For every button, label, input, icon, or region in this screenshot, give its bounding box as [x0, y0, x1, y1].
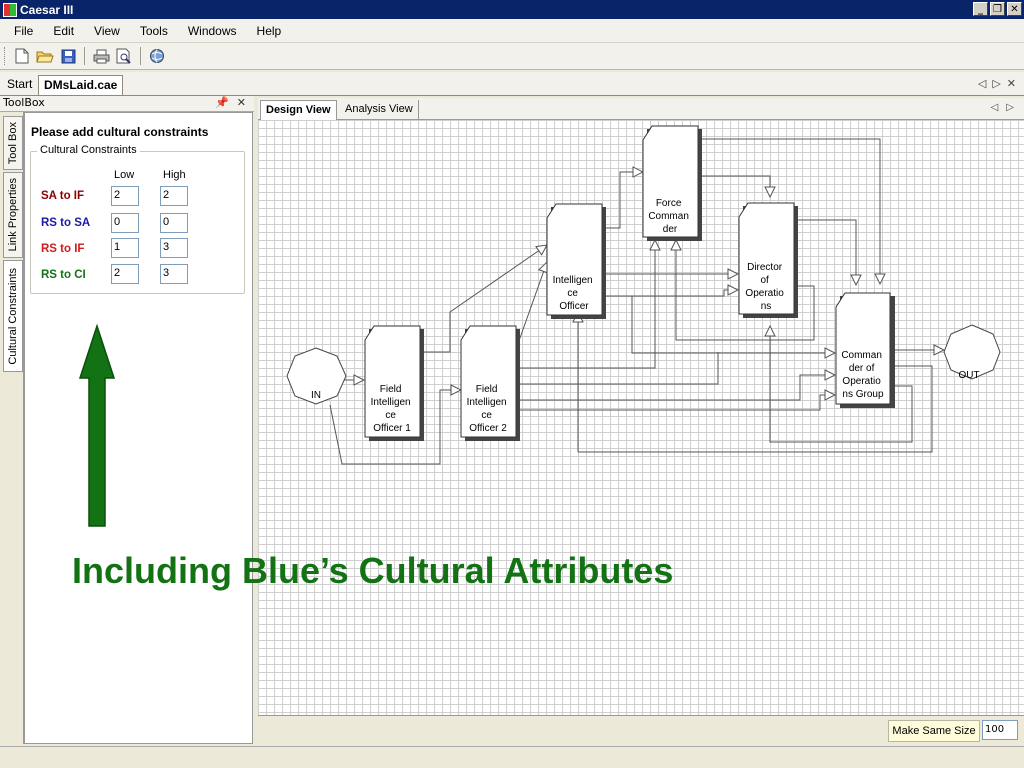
org-diagram: IN Field Intelligen ce Officer 1 Field I…	[286, 125, 1001, 465]
zoom-stepper[interactable]: 100	[982, 720, 1018, 740]
toolbar-grip[interactable]	[4, 47, 7, 65]
side-tab-label: Tool Box	[7, 121, 19, 165]
toolbox-title: ToolBox	[3, 96, 45, 109]
node-commander-of-operations-group[interactable]: Comman der of Operatio ns Group	[835, 292, 895, 408]
node-in[interactable]: IN	[286, 347, 347, 405]
menu-tools[interactable]: Tools	[139, 23, 168, 38]
print-icon[interactable]	[91, 46, 111, 66]
view-scroll-right-icon[interactable]: ▷	[1006, 102, 1014, 113]
toolbar-separator	[84, 47, 85, 65]
close-button[interactable]: ✕	[1007, 2, 1022, 16]
node-label: Intelligen ce Officer	[553, 275, 596, 312]
canvas-bottom-bar: Make Same Size 100	[258, 716, 1024, 744]
panel-heading: Please add cultural constraints	[31, 125, 209, 139]
print-preview-icon[interactable]	[114, 46, 134, 66]
document-tabs: Start DMsLaid.cae ◁ ▷ ✕	[0, 72, 1024, 96]
side-tab-cultural-constraints[interactable]: Cultural Constraints	[3, 260, 23, 372]
rs-ci-low-input[interactable]: 2	[111, 264, 139, 284]
menu-file[interactable]: File	[14, 23, 34, 38]
node-field-intelligence-officer-1[interactable]: Field Intelligen ce Officer 1	[364, 325, 424, 441]
node-out-label: OUT	[958, 370, 979, 381]
rs-if-low-input[interactable]: 1	[111, 238, 139, 258]
node-intelligence-officer[interactable]: Intelligen ce Officer	[546, 203, 606, 319]
constraint-label-rs-ci: RS to CI	[41, 269, 86, 281]
node-field-intelligence-officer-2[interactable]: Field Intelligen ce Officer 2	[460, 325, 520, 441]
save-icon[interactable]	[58, 46, 78, 66]
view-scroll-left-icon[interactable]: ◁	[990, 102, 999, 113]
node-label: Director of Operatio ns	[745, 262, 786, 312]
close-panel-icon[interactable]: ✕	[236, 96, 246, 109]
make-same-size-button[interactable]: Make Same Size	[888, 720, 980, 742]
design-canvas[interactable]: IN Field Intelligen ce Officer 1 Field I…	[258, 120, 1024, 716]
menu-help[interactable]: Help	[256, 23, 282, 38]
rs-sa-high-input[interactable]: 0	[160, 213, 188, 233]
globe-icon[interactable]	[147, 46, 167, 66]
tab-start[interactable]: Start	[7, 77, 33, 91]
toolbar-separator	[140, 47, 141, 65]
menu-windows[interactable]: Windows	[187, 23, 237, 38]
rs-ci-high-input[interactable]: 3	[160, 264, 188, 284]
node-label: Field Intelligen ce Officer 2	[467, 384, 510, 434]
constraint-label-sa-if: SA to IF	[41, 190, 85, 202]
close-tab-icon[interactable]: ✕	[1006, 77, 1016, 90]
open-folder-icon[interactable]	[35, 46, 55, 66]
side-tab-label: Cultural Constraints	[7, 267, 19, 365]
menu-bar: File Edit View Tools Windows Help	[0, 19, 1024, 43]
side-tab-label: Link Properties	[7, 178, 19, 252]
window-controls: _ ❐ ✕	[973, 2, 1022, 16]
toolbar	[0, 43, 1024, 70]
tab-dmslaid[interactable]: DMsLaid.cae	[38, 75, 124, 95]
app-icon	[3, 2, 17, 17]
node-force-commander[interactable]: Force Comman der	[642, 125, 702, 241]
tab-analysis-view[interactable]: Analysis View	[340, 100, 419, 120]
tab-design-view[interactable]: Design View	[260, 100, 337, 120]
groupbox-title: Cultural Constraints	[37, 144, 140, 156]
menu-view[interactable]: View	[94, 23, 120, 38]
sa-if-high-input[interactable]: 2	[160, 186, 188, 206]
cultural-constraints-panel: Please add cultural constraints Cultural…	[24, 112, 253, 744]
menu-edit[interactable]: Edit	[53, 23, 75, 38]
rs-sa-low-input[interactable]: 0	[111, 213, 139, 233]
toolbox-side-tabs: Tool Box Link Properties Cultural Constr…	[0, 112, 24, 744]
sa-if-low-input[interactable]: 2	[111, 186, 139, 206]
toolbox-header: ToolBox 📌 ✕	[0, 96, 254, 112]
node-in-label: IN	[311, 390, 321, 401]
constraint-label-rs-sa: RS to SA	[41, 217, 91, 229]
new-document-icon[interactable]	[12, 46, 32, 66]
minimize-button[interactable]: _	[973, 2, 988, 16]
node-out[interactable]: OUT	[943, 324, 1001, 381]
constraints-groupbox: Cultural Constraints Low High SA to IF 2…	[30, 144, 245, 294]
scroll-right-icon[interactable]: ▷	[992, 77, 1001, 90]
slide-caption: Including Blue’s Cultural Attributes	[72, 550, 674, 591]
node-label: Comman der of Operatio ns Group	[841, 350, 884, 400]
side-tab-toolbox[interactable]: Tool Box	[3, 116, 23, 170]
tab-nav-controls: ◁ ▷ ✕	[978, 77, 1016, 90]
pin-icon[interactable]: 📌	[215, 96, 229, 109]
node-label: Force Comman der	[648, 198, 691, 235]
constraint-label-rs-if: RS to IF	[41, 243, 85, 255]
window-title: Caesar III	[20, 2, 74, 17]
restore-button[interactable]: ❐	[990, 2, 1005, 16]
rs-if-high-input[interactable]: 3	[160, 238, 188, 258]
view-tabs: Design View Analysis View ◁ ▷	[258, 98, 1024, 120]
status-bar	[0, 746, 1024, 768]
connection-links	[329, 138, 944, 465]
scroll-left-icon[interactable]: ◁	[977, 77, 987, 90]
node-director-of-operations[interactable]: Director of Operatio ns	[738, 202, 798, 318]
side-tab-link-properties[interactable]: Link Properties	[3, 172, 23, 258]
column-high-header: High	[163, 169, 186, 181]
node-label: Field Intelligen ce Officer 1	[371, 384, 414, 434]
column-low-header: Low	[114, 169, 135, 181]
up-arrow-annotation	[78, 324, 116, 527]
title-bar: Caesar III _ ❐ ✕	[0, 0, 1024, 19]
zoom-value: 100	[985, 724, 1005, 735]
